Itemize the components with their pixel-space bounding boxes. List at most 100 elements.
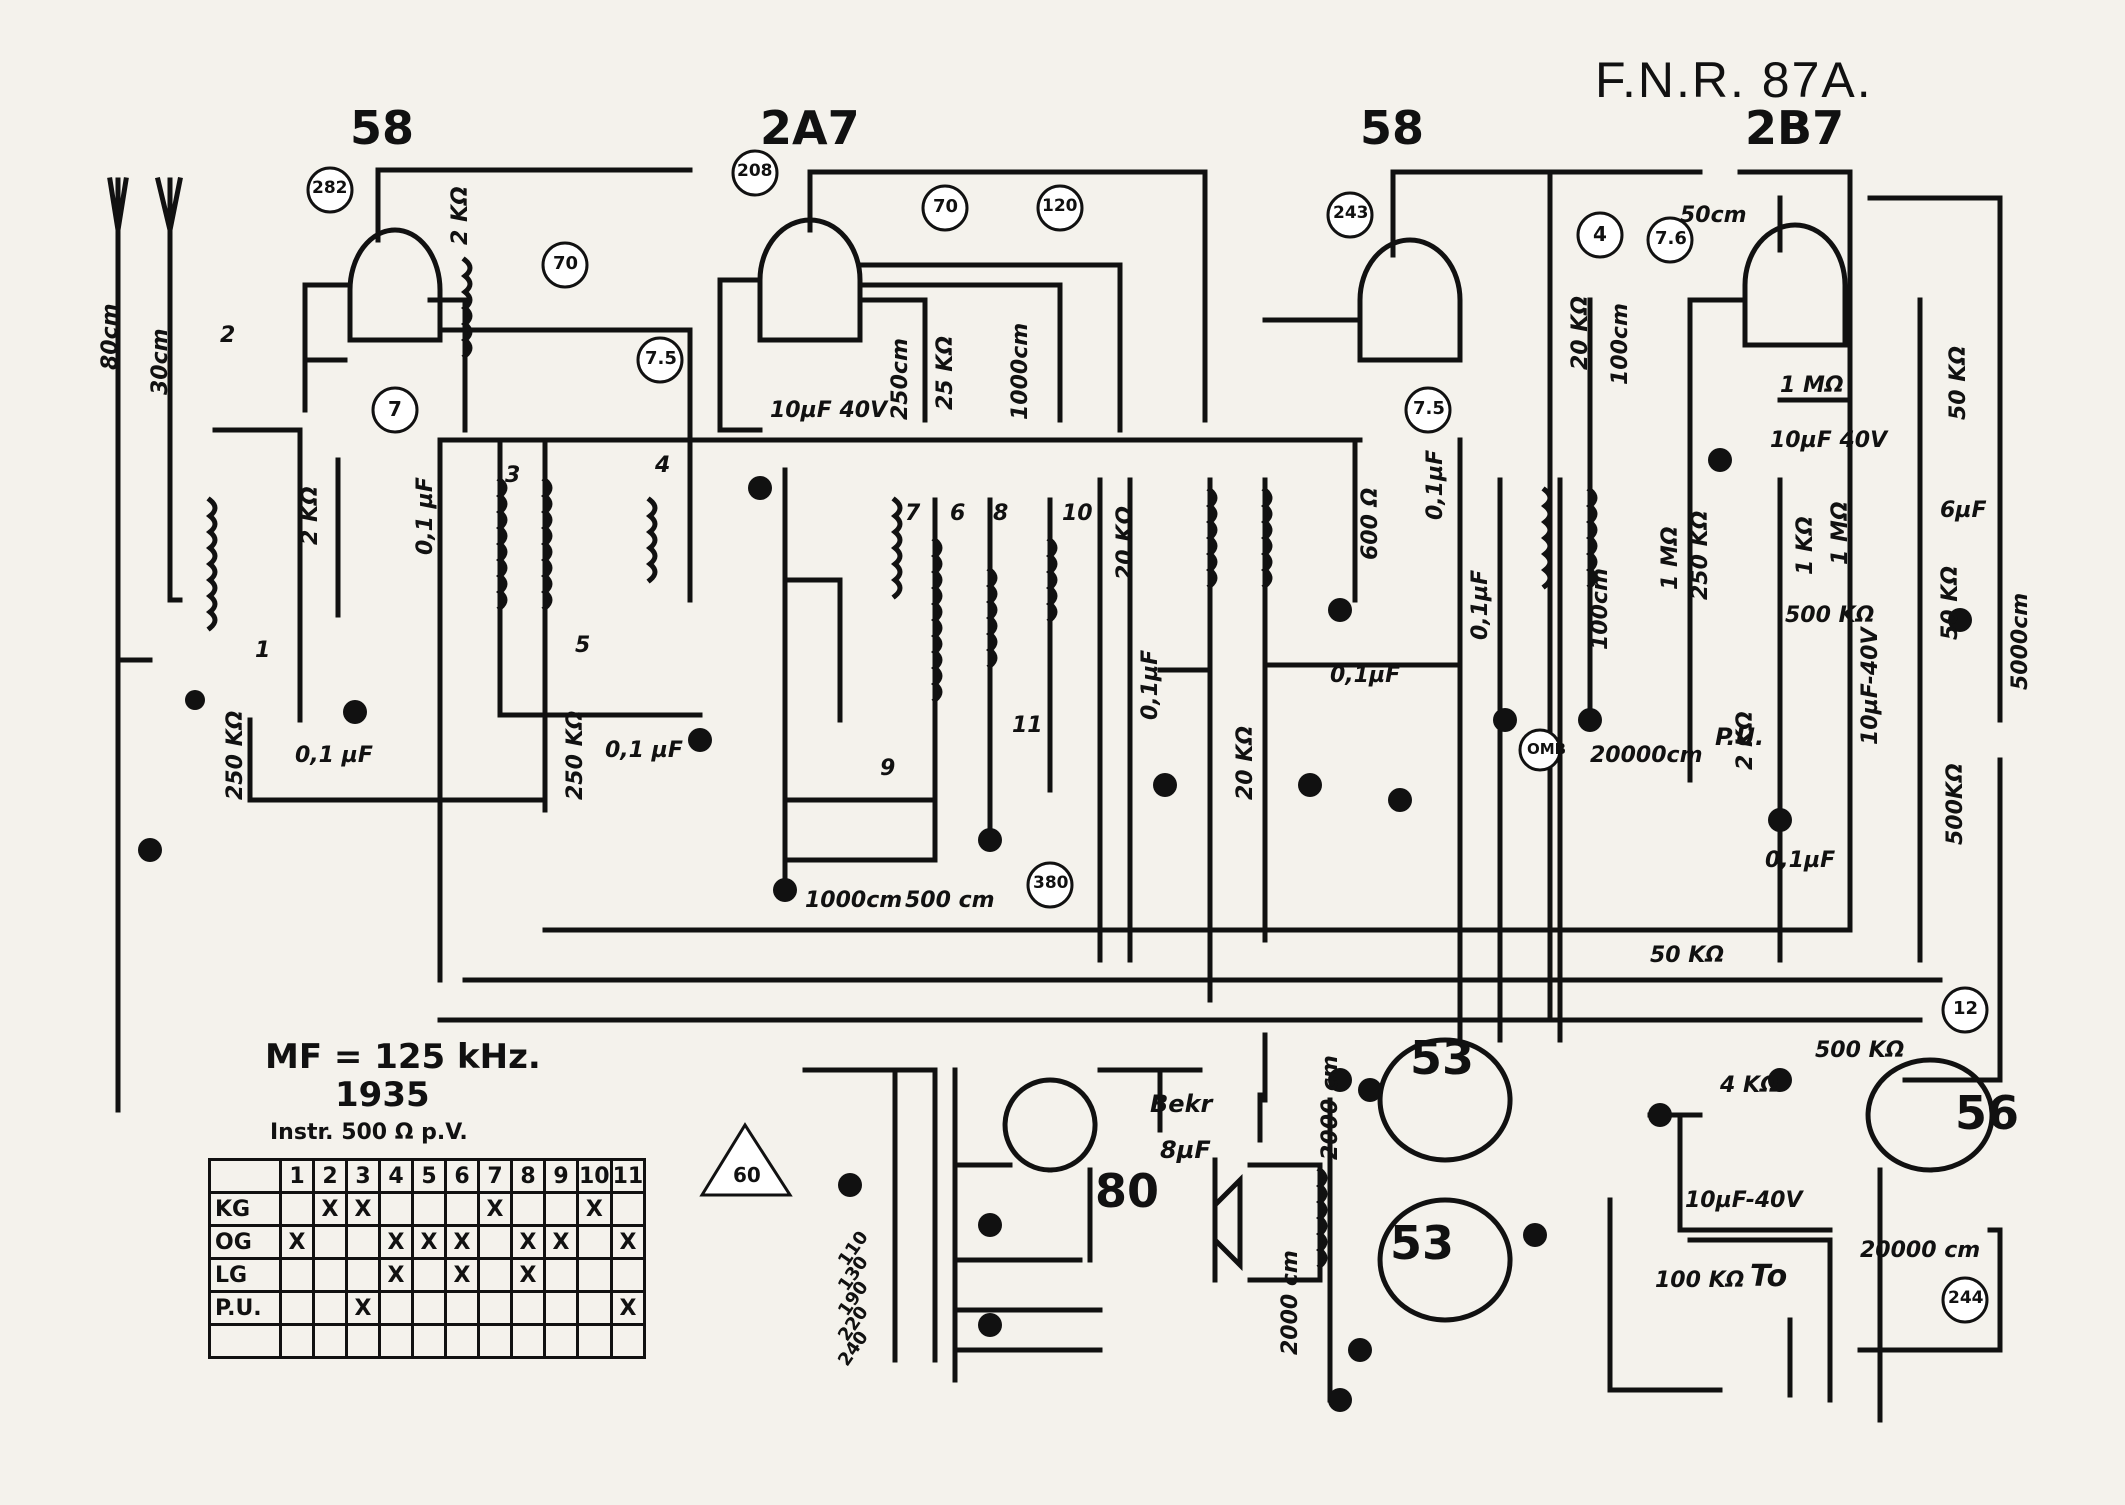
col-header: 3 [345, 1158, 381, 1194]
label-10uf-40v-4: 10µF-40V [1685, 1188, 1803, 1213]
label-80cm: 80cm [98, 303, 123, 370]
ground-dot [838, 1173, 862, 1197]
switch-cell [411, 1257, 447, 1293]
col-header: 8 [510, 1158, 546, 1194]
switch-cell [345, 1224, 381, 1260]
circled-value-244 [1941, 1276, 1989, 1324]
circled-text: 243 [1333, 203, 1369, 223]
switch-cell [543, 1290, 579, 1326]
switch-cell [477, 1224, 513, 1260]
ground-dot [1768, 808, 1792, 832]
omb-node [1518, 728, 1562, 772]
wire [302, 282, 353, 413]
ground-dot [1328, 1388, 1352, 1412]
row-label: OG [208, 1224, 282, 1260]
circled-value-7.6 [1646, 216, 1694, 264]
ground-dot [978, 1213, 1002, 1237]
wire [782, 577, 843, 723]
coil [1046, 536, 1058, 624]
label-10uf-40v-2: 10µF 40V [1770, 428, 1888, 453]
switch-cell [477, 1290, 513, 1326]
switch-cell [312, 1290, 348, 1326]
switch-cell [279, 1323, 315, 1359]
label-20000cm-2: 20000 cm [1860, 1238, 1981, 1263]
switch-3: 3 [505, 463, 521, 488]
switch-cell [576, 1224, 613, 1260]
label-omb: OMB [1527, 740, 1567, 758]
col-header: 11 [609, 1158, 647, 1194]
ground-dot [1358, 1078, 1382, 1102]
coil [461, 256, 473, 360]
label-10uf-40v-3: 10µF-40V [1858, 627, 1883, 745]
circled-value-208 [731, 149, 779, 197]
label-to: To [1750, 1259, 1788, 1294]
antenna [107, 177, 153, 663]
label-2000cm-2: 2000 cm [1278, 1250, 1303, 1355]
coil [1261, 486, 1273, 590]
label-250k-1: 250 KΩ [223, 710, 248, 800]
tube-label-2b7: 2B7 [1745, 101, 1845, 155]
label-100cm-2: 100cm [1588, 568, 1613, 650]
switch-5: 5 [575, 633, 591, 658]
circled-value-120 [1036, 184, 1084, 232]
ground-dot [1153, 773, 1177, 797]
circled-text: 7.5 [1413, 398, 1445, 419]
switch-2: 2 [220, 323, 236, 348]
label-8uf: 8µF [1160, 1136, 1211, 1164]
ground-dot [773, 878, 797, 902]
circled-text: 208 [737, 161, 773, 181]
switch-cell [345, 1257, 381, 1293]
ground-dot [1948, 608, 1972, 632]
wire [427, 297, 468, 433]
circled-text: 60 [733, 1163, 761, 1187]
label-20000cm-1: 20000cm [1590, 743, 1703, 768]
switch-cell: X [510, 1257, 546, 1293]
label-01uf-5: 0,1µF [1423, 449, 1448, 520]
switch-cell [510, 1290, 546, 1326]
diagram-title: F.N.R. 87A. [1595, 52, 1873, 108]
switch-cell [609, 1323, 647, 1359]
ground-dot [688, 728, 712, 752]
label-01uf-8: 0,1µF [1765, 848, 1836, 873]
circled-value-282 [306, 166, 354, 214]
switch-cell [444, 1290, 480, 1326]
switch-7: 7 [905, 501, 921, 526]
switch-cell: X [477, 1191, 513, 1227]
wire [1867, 195, 2003, 1083]
switch-cell [609, 1191, 647, 1227]
col-header: 6 [444, 1158, 480, 1194]
label-600: 600 Ω [1358, 487, 1383, 560]
switch-cell: X [576, 1191, 613, 1227]
circled-text: 380 [1033, 873, 1069, 893]
circled-text: 4 [1593, 222, 1607, 246]
col-header: 2 [312, 1158, 348, 1194]
switch-cell [477, 1257, 513, 1293]
label-1m-2: 1 MΩ [1780, 373, 1844, 398]
label-250k-2: 250 KΩ [563, 710, 588, 800]
label-4k: 4 KΩ [1720, 1073, 1779, 1098]
label-30cm: 30cm [148, 328, 173, 395]
antenna [154, 176, 183, 603]
label-25k: 25 KΩ [933, 335, 958, 410]
ground-dot [1523, 1223, 1547, 1247]
wire [212, 427, 303, 723]
switch-cell: X [510, 1224, 546, 1260]
ground-dot [1708, 448, 1732, 472]
switch-cell [543, 1257, 579, 1293]
wire [857, 282, 1063, 423]
corner-cell [208, 1158, 282, 1194]
label-50k-2: 50 KΩ [1938, 565, 1963, 640]
switch-cell: X [378, 1257, 414, 1293]
switch-cell [576, 1257, 613, 1293]
switch-cell [543, 1191, 579, 1227]
ground-dot [1328, 598, 1352, 622]
circled-text: 7 [388, 397, 402, 421]
switch-cell [312, 1323, 348, 1359]
label-01uf-3: 0,1 µF [605, 738, 683, 763]
tube-80 [1002, 1077, 1098, 1173]
label-20k-2: 20 KΩ [1233, 725, 1258, 800]
switch-cell [444, 1323, 480, 1359]
switch-cell: X [312, 1191, 348, 1227]
